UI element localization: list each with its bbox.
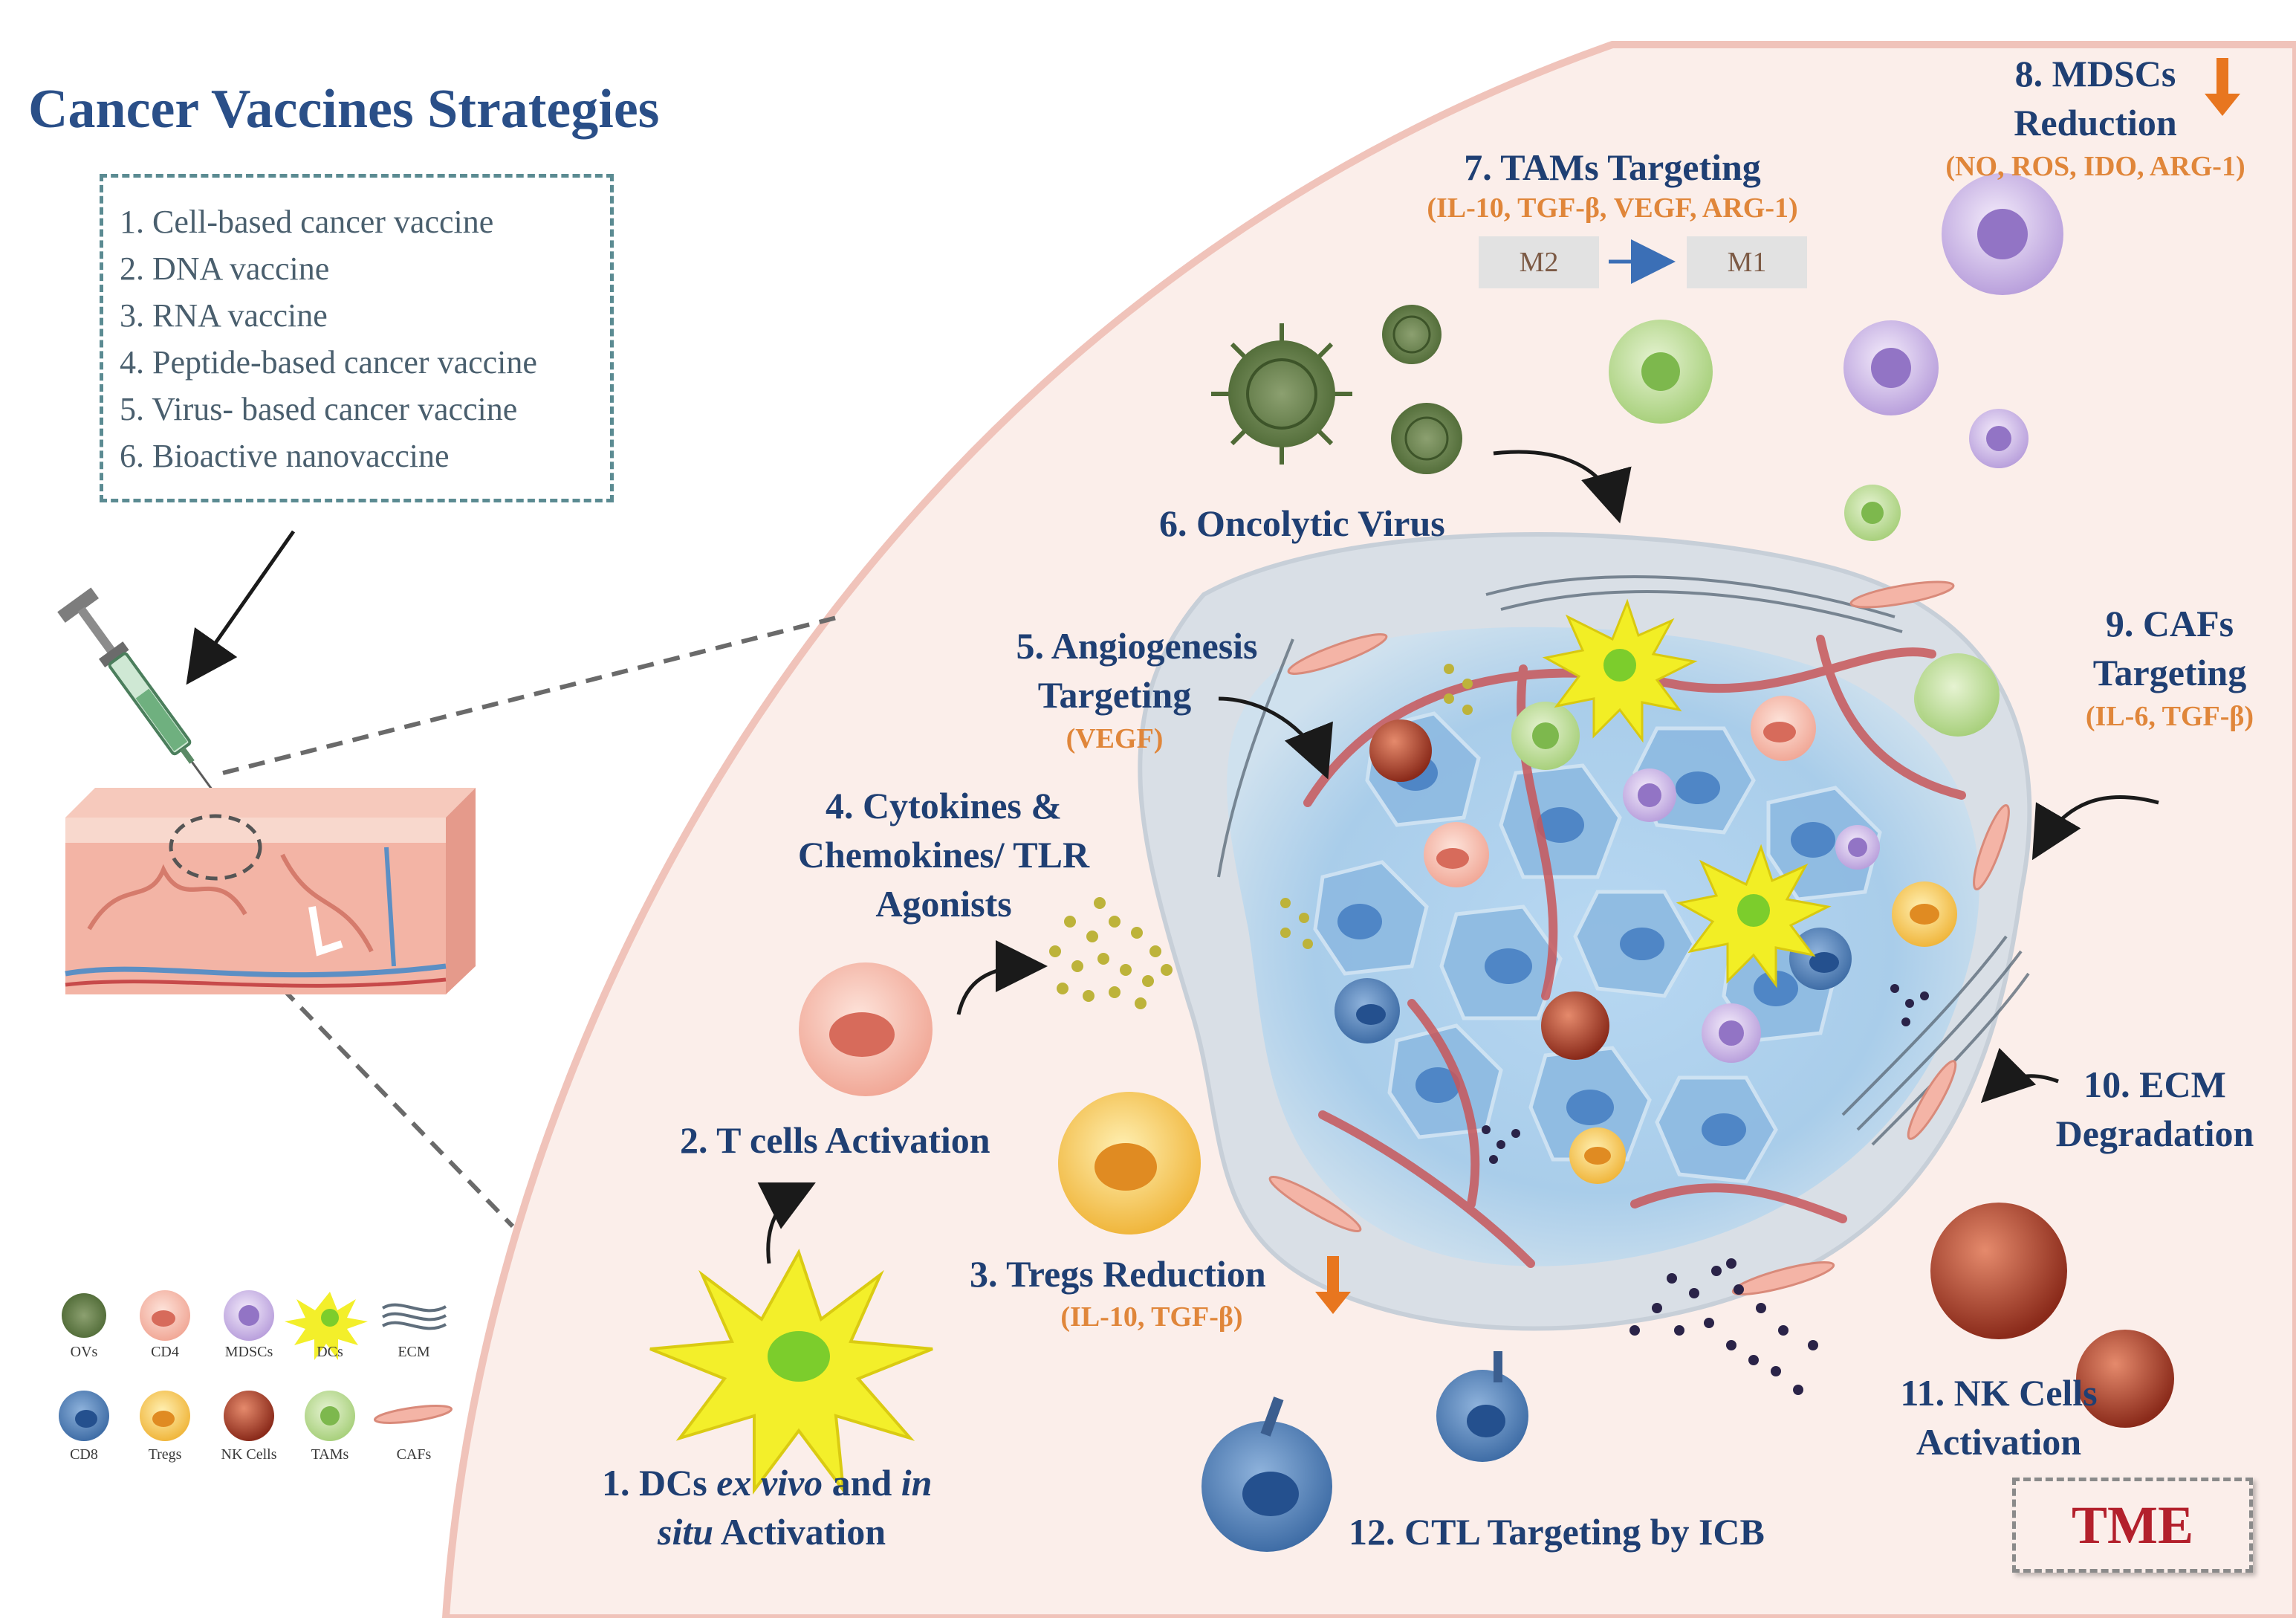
label-angiogenesis-vegf: (VEGF) bbox=[1066, 723, 1164, 754]
label-ecm-title: 10. ECM bbox=[2083, 1064, 2226, 1105]
m1-box: M1 bbox=[1687, 236, 1807, 288]
label-cafs-factors: (IL-6, TGF-β) bbox=[2085, 701, 2254, 732]
legend-caf-icon bbox=[373, 1405, 453, 1424]
legend-label-tregs: Tregs bbox=[148, 1446, 182, 1463]
label-angiogenesis-targeting: Targeting bbox=[1037, 674, 1192, 716]
ex-vivo-text: ex vivo bbox=[716, 1462, 823, 1504]
ctl-cell-b bbox=[1436, 1351, 1528, 1462]
label-cafs-title: 9. CAFs bbox=[2105, 603, 2234, 644]
label-mdscs-reduction: Reduction bbox=[2014, 102, 2177, 143]
legend-mdsc-icon bbox=[224, 1290, 274, 1341]
arrow-angiogenesis bbox=[1218, 696, 1333, 780]
label-cafs-targeting: Targeting bbox=[2092, 652, 2247, 693]
label-mdscs-factors: (NO, ROS, IDO, ARG-1) bbox=[1945, 151, 2245, 182]
cytokine-dots bbox=[1049, 664, 1473, 1009]
label-tregs-factors: (IL-10, TGF-β) bbox=[1060, 1301, 1243, 1333]
legend-dc-icon bbox=[285, 1292, 368, 1360]
vaccine-item: 3. RNA vaccine bbox=[120, 297, 328, 334]
oncolytic-virus-group bbox=[1211, 305, 1462, 474]
nk-cell-b bbox=[2076, 1330, 2174, 1428]
nk-cell-a bbox=[1930, 1203, 2067, 1339]
vaccine-item: 4. Peptide-based cancer vaccine bbox=[120, 344, 537, 381]
label-cytokines-line1: 4. Cytokines & bbox=[825, 785, 1063, 826]
dc-cell-bottom bbox=[649, 1249, 933, 1495]
tam-cell-right bbox=[1916, 653, 2000, 737]
and-text: and bbox=[823, 1462, 901, 1504]
label-oncolytic-virus: 6. Oncolytic Virus bbox=[1159, 502, 1445, 544]
legend-cd8-icon bbox=[59, 1391, 109, 1441]
tme-label: TME bbox=[2012, 1478, 2253, 1573]
legend-label-mdscs: MDSCs bbox=[224, 1344, 273, 1360]
arrow-cytokines bbox=[956, 940, 1048, 1015]
vaccine-item: 5. Virus- based cancer vaccine bbox=[120, 391, 518, 427]
mdscs-down-arrow bbox=[2205, 58, 2240, 116]
arrow-tcells bbox=[757, 1182, 816, 1264]
legend-nk-icon bbox=[224, 1391, 274, 1441]
page-title: Cancer Vaccines Strategies bbox=[28, 79, 660, 140]
legend-label-cd4: CD4 bbox=[151, 1344, 179, 1360]
list-arrow bbox=[186, 530, 296, 685]
skin-block-icon bbox=[65, 788, 476, 994]
down-arrows bbox=[1315, 58, 2240, 1314]
legend-label-ovs: OVs bbox=[70, 1344, 98, 1360]
label-dcs-activation-line2: situ Activation bbox=[658, 1510, 886, 1554]
tregs-down-arrow bbox=[1315, 1256, 1351, 1314]
situ-text: situ bbox=[658, 1511, 714, 1553]
label-nk-activation: Activation bbox=[1916, 1421, 2082, 1463]
label-angiogenesis-title: 5. Angiogenesis bbox=[1016, 625, 1258, 667]
activation-text: Activation bbox=[713, 1511, 886, 1553]
degradation-dots bbox=[1482, 984, 1929, 1395]
dcs-text: 1. DCs bbox=[602, 1462, 717, 1504]
label-cytokines-line2: Chemokines/ TLR bbox=[797, 834, 1090, 876]
legend-label-cafs: CAFs bbox=[396, 1446, 432, 1463]
legend-label-tams: TAMs bbox=[311, 1446, 349, 1463]
legend-label-cd8: CD8 bbox=[70, 1446, 98, 1463]
label-mdscs-title: 8. MDSCs bbox=[2014, 53, 2176, 94]
legend-ecm-icon bbox=[381, 1303, 447, 1330]
ctl-cell-a bbox=[1201, 1397, 1332, 1552]
syringe-icon bbox=[57, 587, 227, 809]
label-nk-title: 11. NK Cells bbox=[1900, 1372, 2098, 1414]
tumor-immune-cells bbox=[1335, 485, 1979, 1184]
legend-label-nk: NK Cells bbox=[221, 1446, 277, 1463]
arrow-cafs bbox=[2031, 795, 2159, 861]
label-tregs-reduction: 3. Tregs Reduction bbox=[970, 1253, 1266, 1295]
vaccine-item: 1. Cell-based cancer vaccine bbox=[120, 204, 494, 240]
legend-treg-icon bbox=[140, 1391, 190, 1441]
legend-label-ecm: ECM bbox=[398, 1344, 430, 1360]
vaccine-type-list: 1. Cell-based cancer vaccine 2. DNA vacc… bbox=[100, 174, 614, 502]
legend-label-dcs: DCs bbox=[317, 1344, 343, 1360]
legend-tam-icon bbox=[305, 1391, 355, 1441]
vaccine-item: 2. DNA vaccine bbox=[120, 250, 330, 287]
vaccine-item: 6. Bioactive nanovaccine bbox=[120, 438, 450, 474]
label-tams-cytokines: (IL-10, TGF-β, VEGF, ARG-1) bbox=[1427, 192, 1798, 224]
arrow-ecm bbox=[1980, 1047, 2059, 1104]
legend-virus-icon bbox=[62, 1293, 106, 1338]
legend-icons bbox=[59, 1290, 453, 1441]
legend-cd4-icon bbox=[140, 1290, 190, 1341]
arrow-virus bbox=[1493, 450, 1632, 524]
label-cytokines-line3: Agonists bbox=[875, 883, 1012, 925]
m2-box: M2 bbox=[1479, 236, 1599, 288]
in-text: in bbox=[901, 1462, 933, 1504]
zoom-line-bottom bbox=[280, 986, 515, 1229]
label-ctl-targeting: 12. CTL Targeting by ICB bbox=[1349, 1511, 1765, 1553]
label-tams-targeting: 7. TAMs Targeting bbox=[1464, 146, 1761, 188]
label-ecm-degradation: Degradation bbox=[2055, 1113, 2254, 1154]
label-tcells-activation: 2. T cells Activation bbox=[680, 1119, 990, 1161]
label-dcs-activation-line1: 1. DCs ex vivo and in bbox=[602, 1461, 932, 1505]
